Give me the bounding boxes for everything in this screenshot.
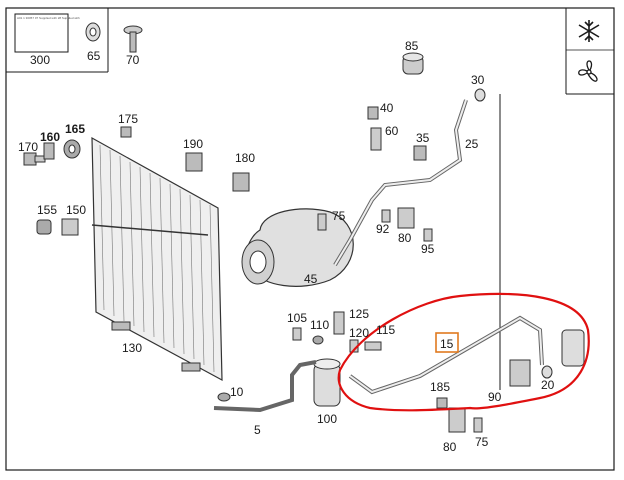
label-60[interactable]: 60 [385, 124, 399, 138]
fitting-115[interactable] [364, 341, 382, 351]
label-160[interactable]: 160 [40, 130, 60, 144]
nut-185[interactable] [436, 397, 448, 409]
label-300[interactable]: 300 [30, 53, 50, 67]
bolt-170[interactable] [23, 152, 46, 166]
bracket-80a[interactable] [397, 207, 415, 229]
thumbnail-caption: A01 1 30057 07 Supplied with 28 Supplied… [17, 16, 80, 20]
label-75b[interactable]: 75 [475, 435, 489, 449]
snowflake-icon[interactable] [578, 20, 600, 42]
grommet-165[interactable] [63, 139, 81, 159]
label-65[interactable]: 65 [87, 49, 101, 63]
bolt-75a[interactable] [317, 213, 327, 231]
bolt-75b[interactable] [473, 417, 483, 433]
label-20[interactable]: 20 [541, 378, 555, 392]
label-40[interactable]: 40 [380, 101, 394, 115]
label-70[interactable]: 70 [126, 53, 140, 67]
label-30[interactable]: 30 [471, 73, 485, 87]
label-35[interactable]: 35 [416, 131, 430, 145]
screw-70[interactable] [123, 25, 143, 53]
label-130[interactable]: 130 [122, 341, 142, 355]
bracket-80b[interactable] [448, 407, 466, 433]
label-80b[interactable]: 80 [443, 440, 457, 454]
diagram-frame [5, 7, 615, 471]
bolt-92[interactable] [381, 209, 391, 223]
label-180[interactable]: 180 [235, 151, 255, 165]
label-92[interactable]: 92 [376, 222, 390, 236]
cap-35[interactable] [413, 145, 427, 161]
valve-190[interactable] [185, 152, 203, 172]
pressure-line-5[interactable] [213, 360, 317, 413]
bracket-175[interactable] [120, 126, 132, 138]
label-5[interactable]: 5 [254, 423, 261, 437]
label-100[interactable]: 100 [317, 412, 337, 426]
bolt-95[interactable] [423, 228, 433, 242]
washer-65[interactable] [85, 22, 101, 42]
receiver-drier-100[interactable] [313, 358, 341, 407]
seal-155[interactable] [36, 219, 52, 235]
label-75a[interactable]: 75 [332, 209, 346, 223]
expansion-valve[interactable] [561, 329, 585, 367]
label-105[interactable]: 105 [287, 311, 307, 325]
oring-110[interactable] [312, 335, 324, 345]
label-175[interactable]: 175 [118, 112, 138, 126]
label-185[interactable]: 185 [430, 380, 450, 394]
switch-125[interactable] [333, 311, 345, 335]
fitting-150[interactable] [61, 218, 79, 236]
clip-160[interactable] [43, 142, 55, 160]
label-120[interactable]: 120 [349, 326, 369, 340]
label-115[interactable]: 115 [376, 323, 395, 337]
nut-180[interactable] [232, 172, 250, 192]
thumbnail-box[interactable] [14, 13, 69, 53]
label-90[interactable]: 90 [488, 390, 502, 404]
label-25[interactable]: 25 [465, 137, 479, 151]
label-85[interactable]: 85 [405, 39, 419, 53]
oring-10[interactable] [217, 392, 231, 402]
washer-30[interactable] [474, 88, 486, 102]
valve-60[interactable] [370, 127, 382, 151]
label-95[interactable]: 95 [421, 242, 435, 256]
label-10[interactable]: 10 [230, 385, 244, 399]
label-110[interactable]: 110 [310, 318, 329, 332]
label-155[interactable]: 155 [37, 203, 57, 217]
label-125[interactable]: 125 [349, 307, 369, 321]
label-165[interactable]: 165 [65, 122, 85, 136]
washer-20[interactable] [541, 365, 553, 379]
cap-85[interactable] [402, 52, 424, 75]
valve-40[interactable] [367, 106, 379, 120]
highlight-outline [337, 292, 590, 412]
fan-icon[interactable] [578, 60, 598, 82]
label-15[interactable]: 15 [440, 337, 454, 351]
bolt-105[interactable] [292, 327, 302, 341]
condenser-130[interactable] [91, 136, 223, 382]
bracket-90[interactable] [509, 359, 531, 387]
label-150[interactable]: 150 [66, 203, 86, 217]
label-80a[interactable]: 80 [398, 231, 412, 245]
highlight-box [435, 332, 459, 353]
label-190[interactable]: 190 [183, 137, 203, 151]
label-170[interactable]: 170 [18, 140, 38, 154]
label-45[interactable]: 45 [304, 272, 318, 286]
